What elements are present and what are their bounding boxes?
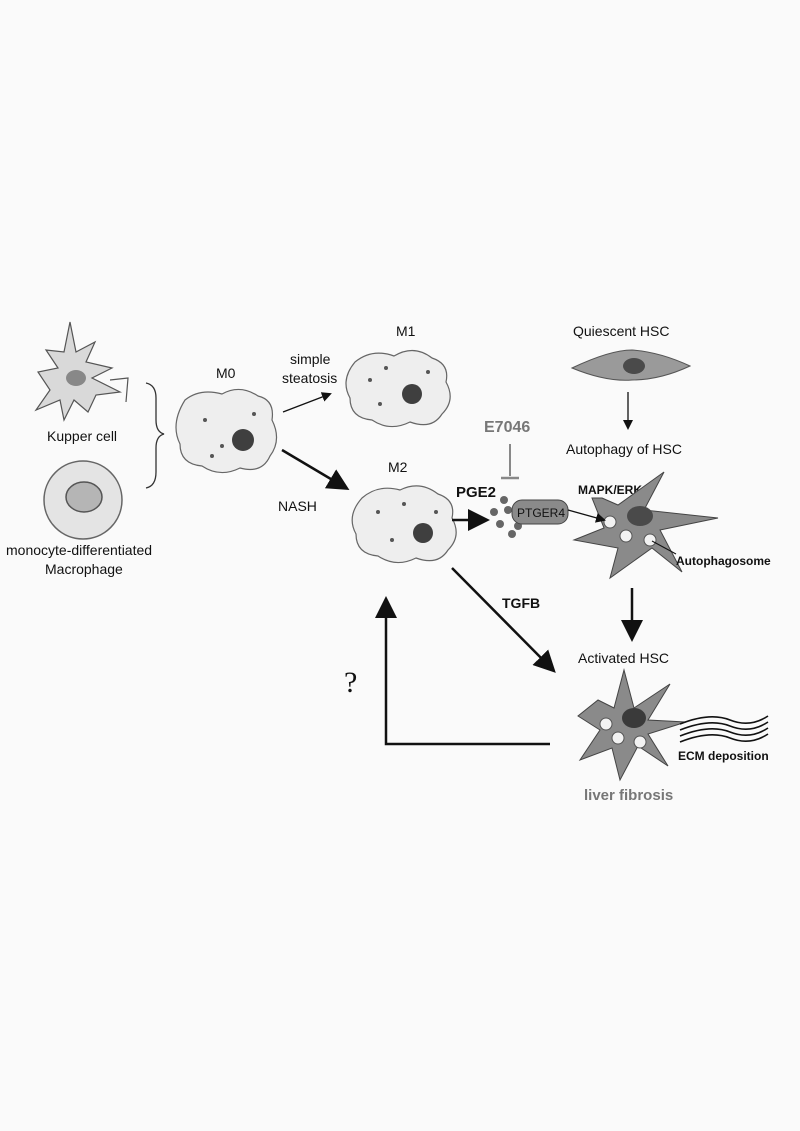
autophagy-hsc-label: Autophagy of HSC <box>566 441 682 457</box>
monocyte-label-line1: monocyte-differentiated <box>6 542 152 558</box>
pge2-molecules <box>490 496 522 538</box>
ecm-fibers <box>679 715 769 743</box>
autophagic-hsc-icon <box>572 471 719 580</box>
m1-label: M1 <box>396 323 416 339</box>
m2-label: M2 <box>388 459 408 475</box>
ecm-deposition-label: ECM deposition <box>678 749 769 763</box>
autophagosome-pointer <box>651 540 677 555</box>
m0-label: M0 <box>216 365 236 381</box>
monocyte-macrophage-icon <box>43 460 123 540</box>
grouping-brace <box>145 382 165 489</box>
monocyte-label-line2: Macrophage <box>45 561 123 577</box>
kupper-cell-icon <box>34 321 129 422</box>
feedback-arrow <box>375 596 550 746</box>
question-mark: ? <box>344 666 357 699</box>
tgfb-label: TGFB <box>502 595 540 611</box>
m1-macrophage-icon <box>345 349 451 428</box>
activated-hsc-icon <box>577 668 687 782</box>
autophagosome-label: Autophagosome <box>676 554 771 568</box>
kupper-cell-label: Kupper cell <box>47 428 117 444</box>
quiescent-hsc-icon <box>570 349 692 381</box>
m2-macrophage-icon <box>351 485 457 564</box>
ptger4-receptor <box>511 499 569 525</box>
arrow-m2-to-activated-hsc <box>451 567 556 673</box>
pge2-label: PGE2 <box>456 484 496 501</box>
mapk-erk-label: MAPK/ERK <box>578 483 642 497</box>
ptger4-label: PTGER4 <box>517 506 565 520</box>
arrow-m0-to-m2 <box>281 448 350 491</box>
nash-label: NASH <box>278 498 317 514</box>
activated-hsc-label: Activated HSC <box>578 650 669 666</box>
arrow-m0-to-m1 <box>282 392 332 413</box>
liver-fibrosis-label: liver fibrosis <box>584 787 673 804</box>
arrow-ptger4-to-hsc <box>567 509 606 523</box>
simple-steatosis-line1: simple <box>290 351 331 367</box>
quiescent-hsc-label: Quiescent HSC <box>573 323 669 339</box>
m0-macrophage-icon <box>175 388 278 474</box>
simple-steatosis-line2: steatosis <box>282 370 337 386</box>
e7046-label: E7046 <box>484 419 530 436</box>
